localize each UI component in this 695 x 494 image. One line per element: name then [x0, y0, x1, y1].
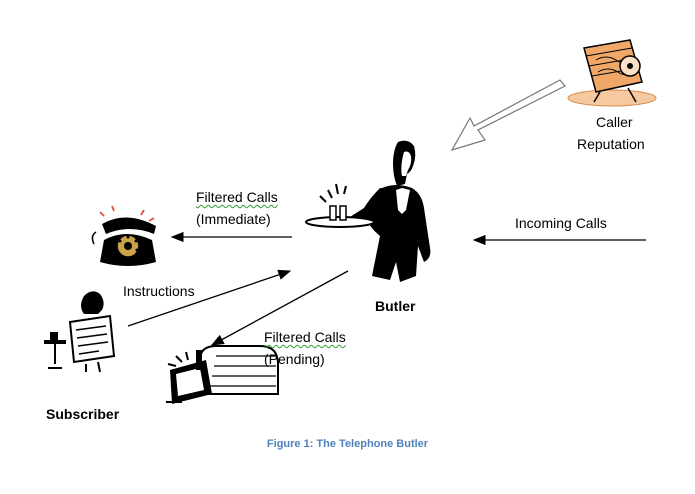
rotary-phone-icon [91, 205, 156, 266]
caller-label-line1: Caller [596, 114, 633, 130]
subscriber-label: Subscriber [46, 406, 120, 422]
instructions-label: Instructions [123, 283, 195, 299]
filtered-pending-label-line2: (Pending) [264, 351, 325, 367]
figure-caption: Figure 1: The Telephone Butler [266, 438, 429, 450]
butler-icon [305, 140, 431, 282]
filtered-immediate-label-line2: (Immediate) [196, 211, 271, 227]
rolodex-icon [567, 39, 657, 107]
caller-label-line2: Reputation [577, 136, 645, 152]
butler-label: Butler [375, 298, 416, 314]
reputation-arrow [450, 79, 566, 152]
subscriber-reading-icon [44, 291, 116, 373]
mailbox-icon [166, 345, 279, 404]
instructions-arrow [127, 269, 292, 327]
filtered-pending-label-line1: Filtered Calls [264, 329, 346, 345]
filtered-immediate-label-line1: Filtered Calls [196, 189, 278, 205]
incoming-calls-label: Incoming Calls [515, 215, 607, 231]
filtered-pending-arrow [210, 270, 349, 346]
